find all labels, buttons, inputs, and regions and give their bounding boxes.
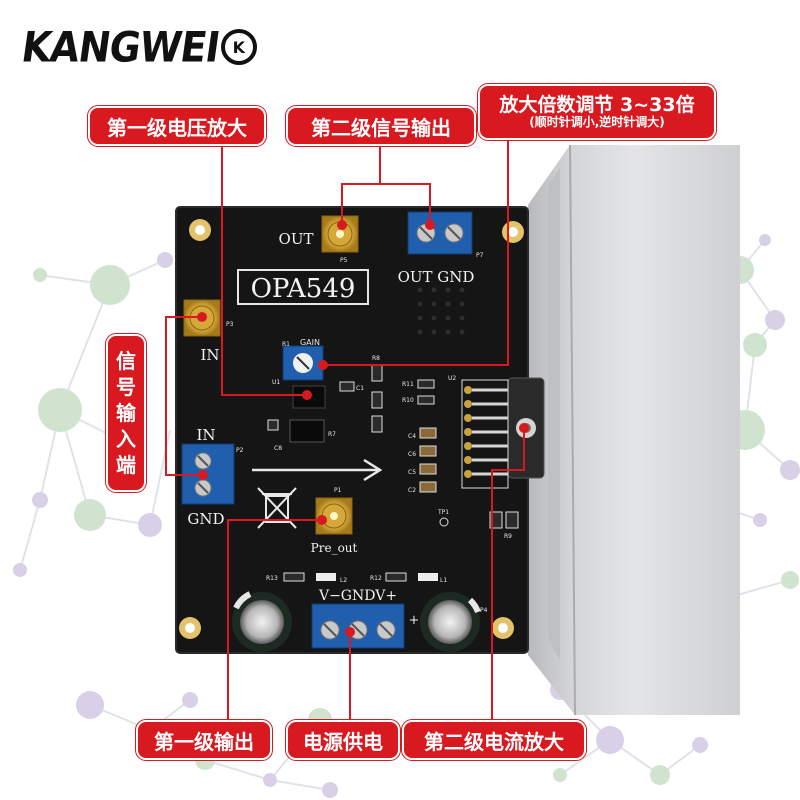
- callout-gain-adjust-text: 放大倍数调节 3~33倍: [499, 93, 695, 116]
- callout-lines: [165, 126, 525, 722]
- ref-c1: C1: [356, 385, 364, 392]
- signal-input-char-2: 号: [116, 375, 136, 399]
- callout-gain-adjust: 放大倍数调节 3~33倍 (顺时针调小,逆时针调大): [478, 84, 716, 140]
- ref-tp1: TP1: [437, 509, 449, 516]
- gnd-left-label: GND: [187, 510, 224, 528]
- callout-stage2-output: 第二级信号输出: [286, 106, 476, 146]
- callout-stage1-output: 第一级输出: [136, 720, 272, 760]
- callout-power-supply-text: 电源供电: [303, 729, 383, 754]
- ref-p5: P5: [340, 257, 348, 264]
- ref-u2: U2: [448, 375, 456, 382]
- ref-r9: R9: [504, 533, 512, 540]
- transistor: [289, 419, 325, 443]
- heatsink: [528, 144, 740, 716]
- ref-p2: P2: [236, 447, 244, 454]
- chip-pins: [464, 386, 472, 478]
- plus-sign-label: +: [409, 613, 420, 628]
- callout-power-supply: 电源供电: [286, 720, 400, 760]
- brand-logo-mark: K: [220, 29, 257, 65]
- chip-label-frame: [237, 269, 369, 305]
- ref-r10: R10: [402, 397, 414, 404]
- ref-c2: C2: [408, 487, 416, 494]
- ref-r13: R13: [266, 575, 278, 582]
- signal-flow-arrow: [252, 458, 383, 482]
- callout-stage2-current: 第二级电流放大: [402, 720, 586, 760]
- ref-r7: R7: [328, 431, 336, 438]
- pre-out-label: Pre_out: [311, 541, 358, 555]
- test-point: [439, 517, 449, 527]
- callout-stage1-voltage-text: 第一级电压放大: [107, 115, 247, 140]
- capacitor-right: [420, 592, 481, 652]
- out-terminal-block: [407, 211, 473, 255]
- callout-gain-adjust-subtext: (顺时针调小,逆时针调大): [529, 114, 665, 129]
- ref-p4: P4: [480, 607, 488, 614]
- ref-p7: P7: [476, 252, 484, 259]
- ref-c8: C8: [274, 445, 282, 452]
- power-terminal-label: V−GNDV+: [318, 588, 397, 604]
- ref-c4: C4: [408, 433, 416, 440]
- ref-p3: P3: [226, 321, 234, 328]
- in-left-label: IN: [196, 426, 215, 444]
- callout-stage2-output-text: 第二级信号输出: [311, 115, 451, 140]
- ref-r8: R8: [372, 355, 380, 362]
- out-gnd-label: OUT GND: [398, 268, 475, 286]
- sma-preout-connector: [315, 497, 353, 535]
- gain-silk-label: GAIN: [300, 338, 320, 347]
- callout-stage2-current-text: 第二级电流放大: [424, 729, 564, 754]
- ref-l2: L2: [340, 577, 347, 584]
- in-top-label: IN: [200, 346, 219, 364]
- ref-r12: R12: [370, 575, 382, 582]
- ref-p1: P1: [334, 487, 342, 494]
- signal-input-char-5: 端: [116, 453, 136, 477]
- capacitor-left: [232, 591, 292, 652]
- signal-input-char-4: 入: [116, 427, 136, 451]
- ref-r11: R11: [402, 381, 414, 388]
- signal-input-char-1: 信: [116, 349, 136, 373]
- in-terminal-block: [181, 443, 235, 505]
- power-terminal-block: [311, 603, 405, 649]
- ref-c5: C5: [408, 469, 416, 476]
- callout-dots: [197, 220, 529, 637]
- ref-l1: L1: [440, 577, 447, 584]
- gain-potentiometer: [282, 345, 324, 381]
- weee-bin-icon: [257, 487, 297, 529]
- callout-stage1-voltage: 第一级电压放大: [88, 106, 266, 146]
- callout-signal-input: 信 号 输 入 端: [106, 334, 146, 492]
- signal-input-char-3: 输: [116, 401, 136, 425]
- chip-label: OPA549: [251, 274, 356, 304]
- chip-leads: [472, 388, 508, 476]
- out-top-label: OUT: [279, 230, 314, 248]
- ref-r1: R1: [282, 341, 290, 348]
- vias: [417, 287, 465, 335]
- brand-logo: KANGWEI K: [19, 22, 257, 72]
- smd-components: [267, 364, 519, 582]
- ref-c6: C6: [408, 451, 416, 458]
- ref-u1: U1: [272, 379, 280, 386]
- callout-stage1-output-text: 第一级输出: [154, 729, 254, 754]
